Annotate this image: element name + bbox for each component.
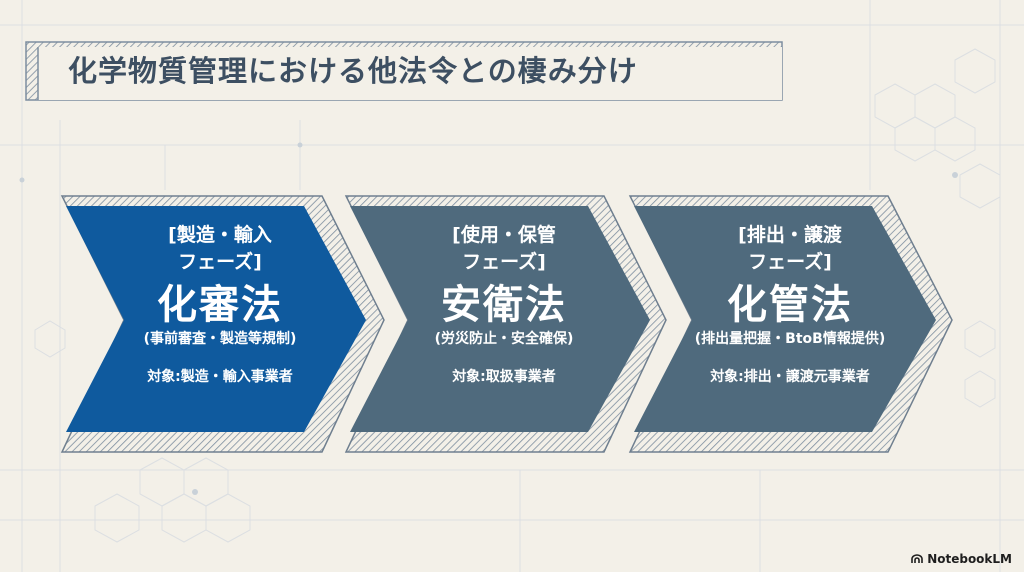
stage-2-phase-line1: [使用・保管 <box>452 224 556 246</box>
stage-1-content: [製造・輸入 フェーズ] 化審法 (事前審査・製造等規制) 対象:製造・輸入事業… <box>118 222 322 386</box>
stage-3-description: (排出量把握・BtoB情報提供) <box>694 331 886 347</box>
stage-1-phase-line2: フェーズ] <box>178 251 262 273</box>
notebooklm-logo-icon <box>911 554 923 563</box>
stage-3-phase-line2: フェーズ] <box>748 251 832 273</box>
chevron-stage-3 <box>628 195 953 453</box>
title-banner <box>25 41 783 101</box>
stage-1-target: 対象:製造・輸入事業者 <box>147 369 293 385</box>
stage-3-phase-line1: [排出・譲渡 <box>738 224 842 246</box>
stage-2-law: 安衛法 <box>441 282 567 328</box>
chevron-stage-1 <box>60 195 385 453</box>
stage-2-description: (労災防止・安全確保) <box>434 331 574 347</box>
stage-3-law: 化管法 <box>727 282 853 328</box>
stage-2-content: [使用・保管 フェーズ] 安衛法 (労災防止・安全確保) 対象:取扱事業者 <box>402 222 606 386</box>
stage-3-content: [排出・譲渡 フェーズ] 化管法 (排出量把握・BtoB情報提供) 対象:排出・… <box>680 222 900 386</box>
stage-1-description: (事前審査・製造等規制) <box>143 331 297 347</box>
stage-1-phase-line1: [製造・輸入 <box>168 224 272 246</box>
stage-1-law: 化審法 <box>157 282 283 328</box>
stage-2-phase-line2: フェーズ] <box>462 251 546 273</box>
stage-3-target: 対象:排出・譲渡元事業者 <box>710 369 870 385</box>
title-area: 化学物質管理における他法令との棲み分け <box>26 42 782 100</box>
chevron-stage-2 <box>344 195 667 453</box>
brand-watermark: NotebookLM <box>911 552 1012 566</box>
page-title: 化学物質管理における他法令との棲み分け <box>68 54 638 88</box>
brand-name: NotebookLM <box>927 552 1012 566</box>
stage-2-target: 対象:取扱事業者 <box>452 369 556 385</box>
